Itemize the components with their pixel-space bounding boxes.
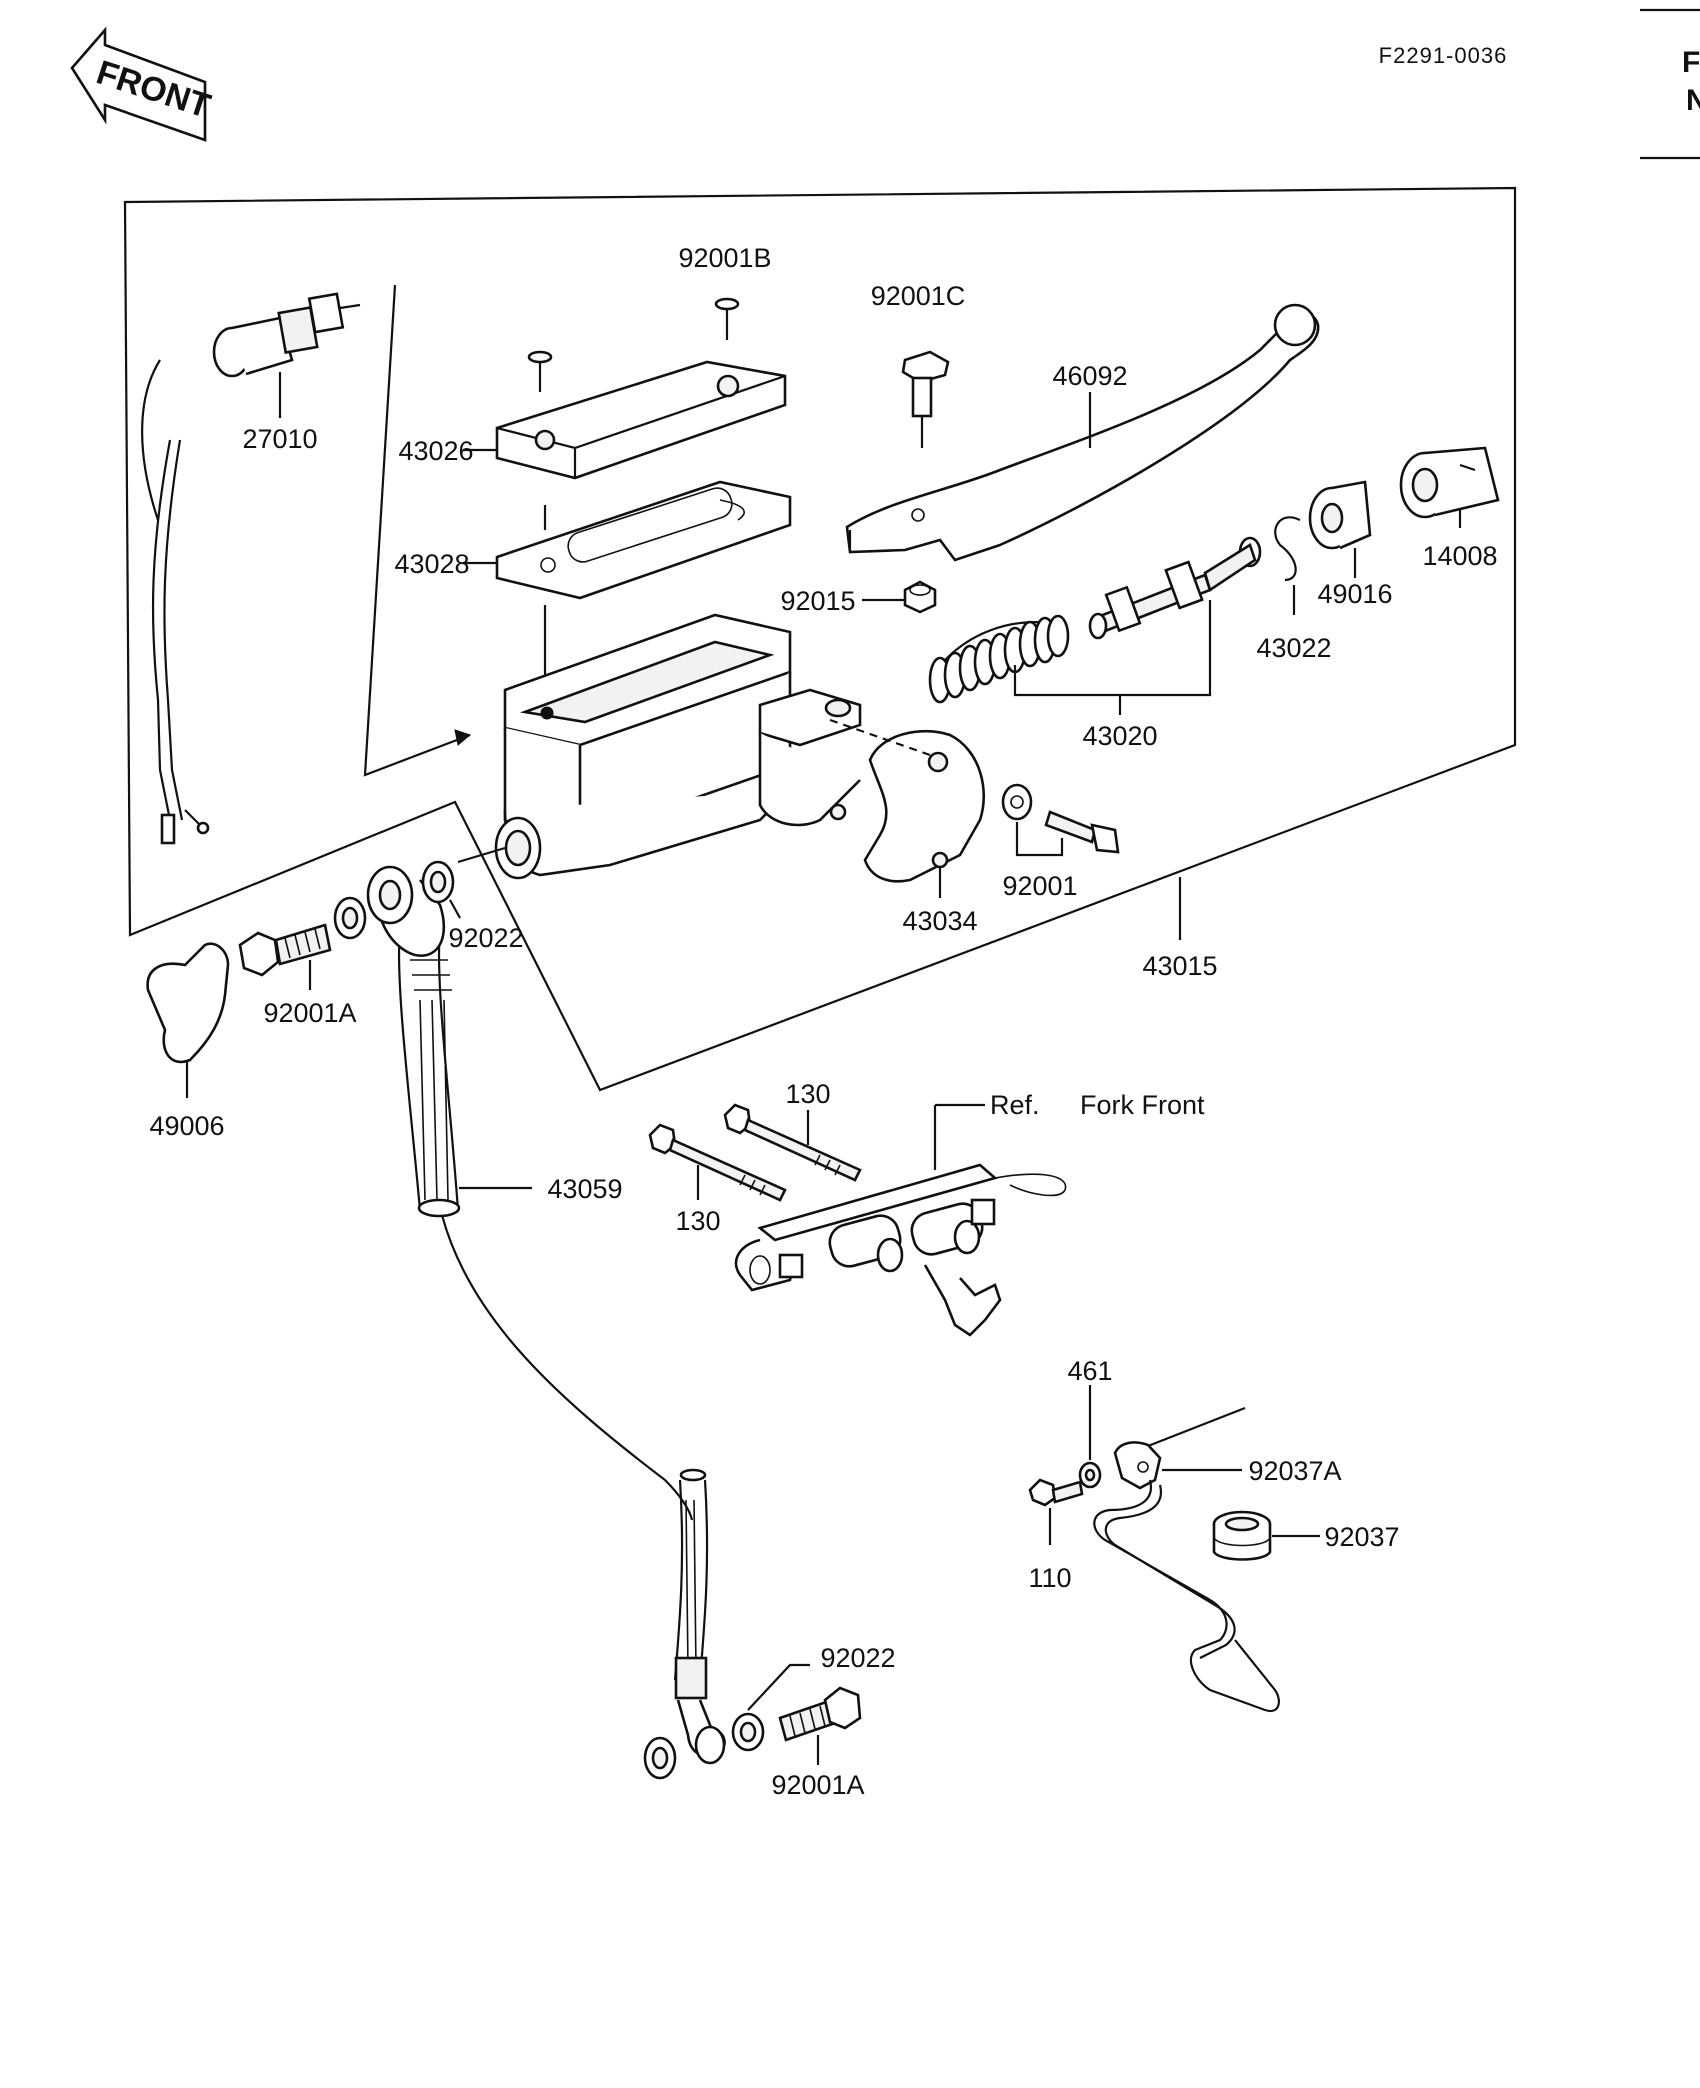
piston-43020 — [1088, 536, 1262, 640]
label-92001A-top: 92001A — [263, 998, 356, 1028]
label-14008: 14008 — [1422, 541, 1497, 571]
fork-front-label: Fork Front — [1080, 1090, 1205, 1120]
label-46092: 46092 — [1052, 361, 1127, 391]
brake-hose-43059 — [366, 865, 461, 1218]
label-92037A: 92037A — [1248, 1456, 1341, 1486]
brake-lever-46092 — [845, 303, 1320, 562]
label-27010: 27010 — [242, 424, 317, 454]
washer-top — [333, 896, 367, 940]
clamp-holder-43034 — [863, 729, 986, 883]
brake-light-switch-27010 — [141, 292, 361, 845]
bolt-130-top — [723, 1103, 862, 1182]
label-92022-bottom: 92022 — [820, 1643, 895, 1673]
label-43028: 43028 — [394, 549, 469, 579]
lever-pivot-bolt-92001C — [901, 350, 950, 448]
dust-boot-49016 — [1308, 480, 1372, 550]
cap-screw — [527, 350, 553, 392]
grommet-92037 — [1212, 1510, 1272, 1561]
label-49006: 49006 — [149, 1111, 224, 1141]
lever-nut-92015 — [903, 580, 937, 614]
figure-code: F2291-0036 — [1379, 43, 1508, 68]
diaphragm-plate-43028 — [495, 480, 792, 600]
label-92001C: 92001C — [871, 281, 966, 311]
assembly-boundary — [123, 186, 1517, 1092]
label-43034: 43034 — [902, 906, 977, 936]
label-92037: 92037 — [1324, 1522, 1399, 1552]
label-43059: 43059 — [547, 1174, 622, 1204]
front-arrow-icon: FRONT — [70, 26, 215, 142]
banjo-cap-49006 — [146, 942, 230, 1064]
pushrod-holder-14008 — [1399, 446, 1500, 519]
label-43026: 43026 — [398, 436, 473, 466]
label-130-top: 130 — [785, 1079, 830, 1109]
label-92001: 92001 — [1002, 871, 1077, 901]
washer-92022-bottom — [731, 1712, 765, 1752]
bolt-110 — [1028, 1478, 1084, 1507]
hose-guide-92037A — [1093, 1441, 1280, 1713]
washer-92022-top — [421, 860, 455, 904]
label-110: 110 — [1028, 1563, 1071, 1593]
fork-bracket-ref — [734, 1163, 1067, 1337]
piston-spring-43020 — [928, 614, 1070, 704]
bolt-130-bottom — [648, 1123, 787, 1202]
washer-461 — [1078, 1461, 1102, 1489]
label-43015: 43015 — [1142, 951, 1217, 981]
right-edge-fragment: F N — [1640, 8, 1700, 160]
cap-screw-92001B — [714, 297, 740, 340]
label-43020: 43020 — [1082, 721, 1157, 751]
label-43022: 43022 — [1256, 633, 1331, 663]
reservoir-cap-43026 — [495, 360, 787, 480]
banjo-bolt-92001A-bottom — [778, 1686, 862, 1742]
washer-bottom-left — [643, 1736, 677, 1780]
master-cylinder-body-43015 — [494, 613, 862, 880]
label-49016: 49016 — [1317, 579, 1392, 609]
edge-fragment-f: F — [1682, 46, 1700, 79]
label-130-bottom: 130 — [675, 1206, 720, 1236]
circlip-43022 — [1274, 516, 1301, 582]
label-92001A-bottom: 92001A — [771, 1770, 864, 1800]
label-461: 461 — [1067, 1356, 1112, 1386]
brake-hose-lower — [673, 1468, 726, 1765]
clamp-bolt-92001 — [1001, 783, 1120, 854]
edge-fragment-n: N — [1686, 84, 1700, 117]
ref-label: Ref. — [990, 1090, 1040, 1120]
label-92022-top: 92022 — [448, 923, 523, 953]
label-92001B: 92001B — [678, 243, 771, 273]
banjo-bolt-92001A-top — [238, 923, 332, 977]
label-92015: 92015 — [780, 586, 855, 616]
